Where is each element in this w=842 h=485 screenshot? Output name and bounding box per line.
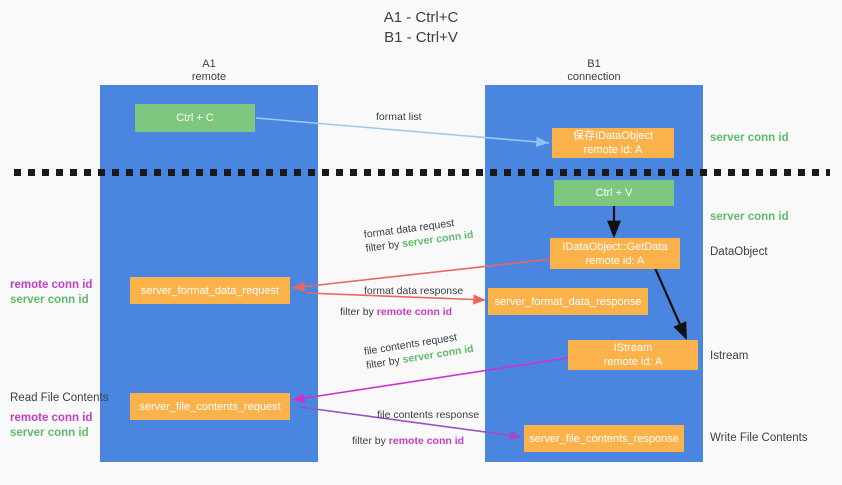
- annotation-istream: Istream: [710, 350, 749, 362]
- node-idataobject-getdata[interactable]: IDataObject::GetData remote id: A: [550, 238, 680, 269]
- node-ctrl-c-label: Ctrl + C: [176, 112, 214, 124]
- node-ctrl-c[interactable]: Ctrl + C: [135, 104, 255, 132]
- annotation-server-conn-id-top: server conn id: [710, 132, 789, 144]
- filter-value-remote-conn-id: remote conn id: [388, 435, 465, 447]
- annotation-dataobject: DataObject: [710, 246, 768, 258]
- lane-header-b1: B1 connection: [485, 58, 703, 84]
- node-istream-label: IStream: [613, 342, 653, 354]
- edge-label-file-contents-response-filter: filter by remote conn id: [352, 434, 464, 448]
- node-server-format-data-request-label: server_format_data_request: [140, 284, 280, 297]
- node-save-idataobject[interactable]: 保存IDataObject remote id: A: [552, 128, 674, 158]
- phase-divider: [14, 169, 830, 176]
- annotation-server-conn-id-mid: server conn id: [710, 211, 789, 223]
- legend-file-contents: remote conn id server conn id: [10, 411, 92, 441]
- edge-label-format-data-response: format data response: [364, 284, 463, 298]
- lane-b1-subtitle: connection: [567, 71, 621, 83]
- page-title: A1 - Ctrl+C B1 - Ctrl+V: [0, 8, 842, 48]
- edge-label-file-contents-request: file contents request filter by server c…: [363, 328, 475, 373]
- title-line-2: B1 - Ctrl+V: [384, 29, 458, 46]
- title-line-1: A1 - Ctrl+C: [383, 9, 459, 26]
- edge-label-file-contents-response-text: file contents response: [377, 409, 480, 421]
- node-server-format-data-response-label: server_format_data_response: [494, 295, 642, 308]
- filter-prefix: filter by: [352, 435, 389, 447]
- node-server-file-contents-request-label: server_file_contents_request: [139, 400, 281, 413]
- annotation-write-file-contents: Write File Contents: [710, 432, 808, 444]
- node-server-format-data-request[interactable]: server_format_data_request: [130, 277, 290, 304]
- legend-remote-conn-id: remote conn id: [10, 412, 93, 424]
- node-ctrl-v-label: Ctrl + V: [595, 187, 633, 199]
- node-server-file-contents-response[interactable]: server_file_contents_response: [524, 425, 684, 452]
- node-save-idataobject-label: 保存IDataObject: [572, 130, 654, 142]
- lane-a1-title: A1: [202, 58, 216, 70]
- node-idataobject-getdata-label: IDataObject::GetData: [562, 240, 668, 253]
- legend-server-conn-id: server conn id: [10, 294, 89, 306]
- lane-a1-subtitle: remote: [191, 71, 227, 83]
- filter-prefix: filter by: [364, 238, 403, 255]
- edge-label-format-data-request: format data request filter by server con…: [363, 214, 474, 256]
- legend-remote-conn-id: remote conn id: [10, 279, 93, 291]
- node-ctrl-v[interactable]: Ctrl + V: [554, 180, 674, 206]
- edge-label-format-data-response-filter: filter by remote conn id: [340, 305, 452, 319]
- node-server-file-contents-request[interactable]: server_file_contents_request: [130, 393, 290, 420]
- node-istream-remote-id: remote id: A: [603, 356, 663, 368]
- filter-prefix: filter by: [340, 306, 377, 318]
- node-save-idataobject-remote-id: remote id: A: [583, 144, 643, 156]
- legend-format-data: remote conn id server conn id: [10, 278, 92, 308]
- filter-value-remote-conn-id: remote conn id: [376, 306, 453, 318]
- node-idataobject-getdata-remote-id: remote id: A: [585, 254, 645, 267]
- node-istream[interactable]: IStream remote id: A: [568, 340, 698, 370]
- lane-b1-title: B1: [587, 58, 601, 70]
- annotation-read-file-contents: Read File Contents: [10, 392, 109, 404]
- edge-label-format-data-response-text: format data response: [364, 285, 464, 297]
- legend-server-conn-id: server conn id: [10, 427, 89, 439]
- lane-header-a1: A1 remote: [100, 58, 318, 84]
- edge-label-file-contents-response: file contents response: [377, 408, 479, 422]
- edge-label-format-list-text: format list: [376, 111, 422, 123]
- node-server-format-data-response[interactable]: server_format_data_response: [488, 288, 648, 315]
- edge-label-format-list: format list: [376, 110, 422, 124]
- node-server-file-contents-response-label: server_file_contents_response: [529, 432, 679, 445]
